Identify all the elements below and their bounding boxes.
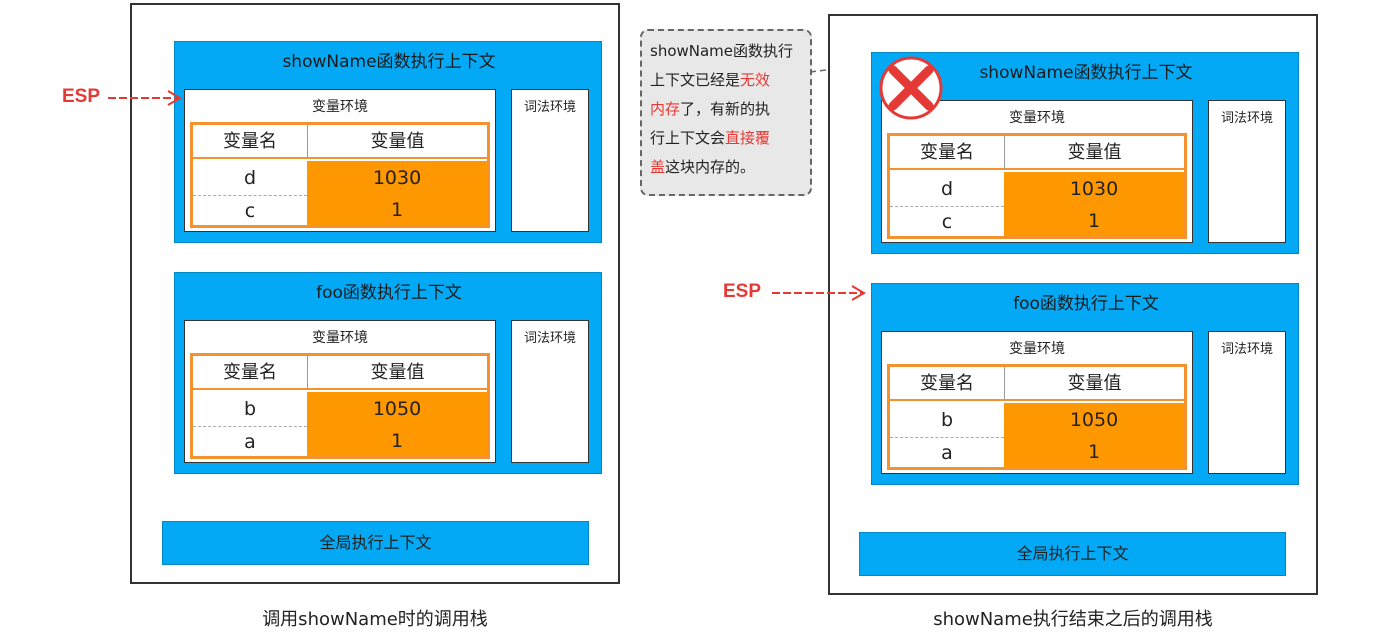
context-title: showName函数执行上下文 [282, 52, 496, 72]
variable-table: 变量名 变量值 b 1050 a 1 [887, 364, 1187, 470]
lexical-environment-title: 词法环境 [1220, 342, 1273, 357]
variable-environment-title: 变量环境 [1009, 110, 1065, 126]
lexical-environment: 词法环境 [511, 320, 589, 463]
left-foo-context: foo函数执行上下文 变量环境 变量名 变量值 b 1050 a 1 词法环境 [174, 272, 602, 474]
arrow-right-icon [772, 285, 866, 301]
column-header-value: 变量值 [307, 356, 487, 390]
table-row-value: 1 [307, 195, 487, 225]
table-row-name: d [243, 167, 257, 189]
note-text: 行上下文会 [650, 129, 726, 147]
column-header-value: 变量值 [307, 125, 487, 159]
note-line: 内存了，有新的执 [650, 95, 806, 124]
note-text: 了，有新的执 [680, 100, 771, 118]
left-caption: 调用showName时的调用栈 [262, 609, 488, 630]
right-caption: showName执行结束之后的调用栈 [933, 609, 1213, 630]
table-row-value: 1050 [1004, 403, 1184, 437]
table-row-value: 1 [1004, 437, 1184, 467]
note-line: 盖这块内存的。 [650, 153, 806, 182]
note-text: 上下文已经是 [650, 71, 741, 89]
column-header-name: 变量名 [890, 136, 1004, 170]
context-title: showName函数执行上下文 [979, 63, 1193, 83]
explanation-note: showName函数执行上下文已经是无效内存了，有新的执行上下文会直接覆盖这块内… [640, 29, 812, 196]
lexical-environment-title: 词法环境 [1220, 111, 1273, 126]
variable-environment: 变量环境 变量名 变量值 b 1050 a 1 [184, 320, 496, 463]
table-row-value: 1050 [307, 392, 487, 426]
variable-table: 变量名 变量值 b 1050 a 1 [190, 353, 490, 459]
note-line: showName函数执行 [650, 37, 806, 66]
variable-environment: 变量环境 变量名 变量值 d 1030 c 1 [881, 100, 1193, 243]
table-row-value: 1030 [1004, 172, 1184, 206]
table-row-name: b [940, 409, 954, 431]
note-text: showName函数执行 [650, 42, 794, 60]
variable-environment-title: 变量环境 [1009, 341, 1065, 357]
arrow-right-icon [108, 90, 182, 106]
note-highlight: 盖 [650, 158, 666, 176]
note-line: 行上下文会直接覆 [650, 124, 806, 153]
context-title: foo函数执行上下文 [316, 283, 462, 303]
variable-environment: 变量环境 变量名 变量值 d 1030 c 1 [184, 89, 496, 232]
left-esp-label: ESP [62, 86, 101, 107]
right-esp-label: ESP [723, 281, 762, 302]
lexical-environment: 词法环境 [1208, 331, 1286, 474]
table-row-name: c [193, 195, 307, 225]
lexical-environment-title: 词法环境 [523, 331, 576, 346]
variable-environment-title: 变量环境 [312, 330, 368, 346]
table-row-name: a [193, 426, 307, 456]
column-header-name: 变量名 [193, 356, 307, 390]
table-row-name: a [890, 437, 1004, 467]
lexical-environment-title: 词法环境 [523, 100, 576, 115]
left-showname-context: showName函数执行上下文 变量环境 变量名 变量值 d 1030 c 1 … [174, 41, 602, 243]
left-global-context: 全局执行上下文 [162, 521, 589, 565]
variable-table: 变量名 变量值 d 1030 c 1 [887, 133, 1187, 239]
table-row-value: 1030 [307, 161, 487, 195]
column-header-name: 变量名 [193, 125, 307, 159]
variable-table: 变量名 变量值 d 1030 c 1 [190, 122, 490, 228]
note-text: 这块内存的。 [665, 158, 756, 176]
note-line: 上下文已经是无效 [650, 66, 806, 95]
table-row-value: 1 [1004, 206, 1184, 236]
variable-environment-title: 变量环境 [312, 99, 368, 115]
lexical-environment: 词法环境 [1208, 100, 1286, 243]
right-showname-context: showName函数执行上下文 变量环境 变量名 变量值 d 1030 c 1 … [871, 52, 1299, 254]
column-header-name: 变量名 [890, 367, 1004, 401]
lexical-environment: 词法环境 [511, 89, 589, 232]
note-highlight: 直接覆 [725, 129, 771, 147]
right-foo-context: foo函数执行上下文 变量环境 变量名 变量值 b 1050 a 1 词法环境 [871, 283, 1299, 485]
note-highlight: 无效 [740, 71, 771, 89]
variable-environment: 变量环境 变量名 变量值 b 1050 a 1 [881, 331, 1193, 474]
note-highlight: 内存 [650, 100, 681, 118]
column-header-value: 变量值 [1004, 367, 1184, 401]
column-header-value: 变量值 [1004, 136, 1184, 170]
right-global-context: 全局执行上下文 [859, 532, 1286, 576]
table-row-name: b [243, 398, 257, 420]
context-title: foo函数执行上下文 [1013, 294, 1159, 314]
table-row-name: c [890, 206, 1004, 236]
red-x-circle-icon [879, 56, 943, 120]
table-row-name: d [940, 178, 954, 200]
table-row-value: 1 [307, 426, 487, 456]
